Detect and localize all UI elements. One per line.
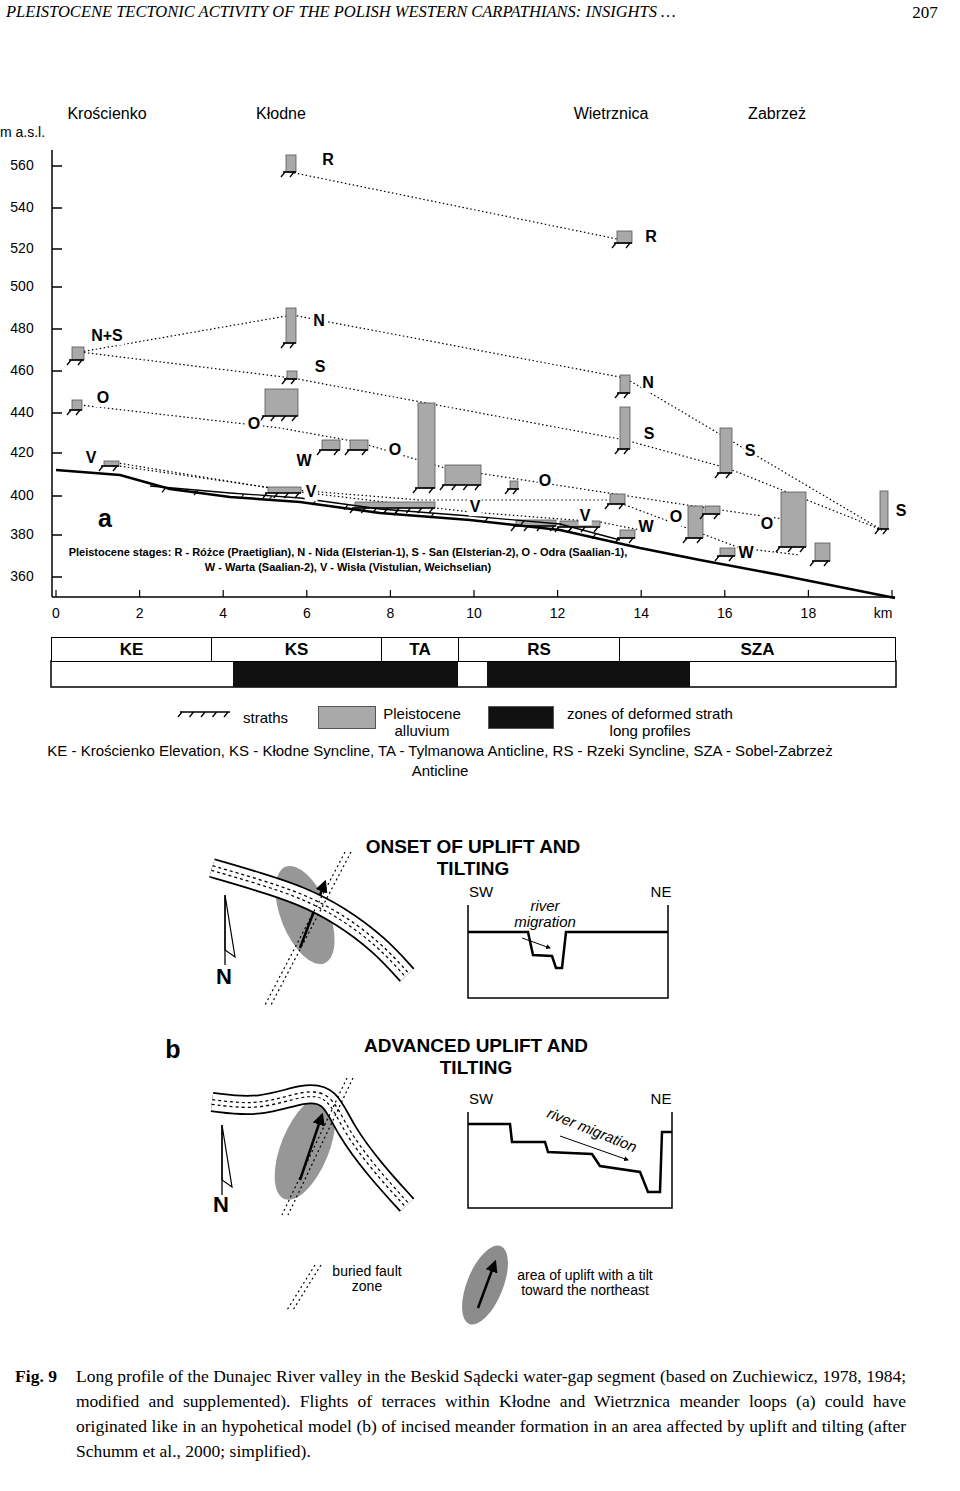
figure-label: N — [216, 965, 232, 989]
place-name: Wietrznica — [574, 105, 649, 123]
structure-cell: KS — [211, 637, 382, 662]
axis-value: 380 — [10, 527, 33, 542]
axis-value: 540 — [10, 200, 33, 215]
legend-text: buried fault zone — [322, 1264, 412, 1295]
figure-label: KE - Krościenko Elevation, KS - Kłodne S… — [40, 741, 840, 782]
axis-value: 360 — [10, 569, 33, 584]
structure-cell: TA — [381, 637, 459, 662]
figure-label: NE — [651, 884, 672, 901]
axis-value: 8 — [386, 606, 394, 621]
axis-value: 460 — [10, 363, 33, 378]
figure-label: SW — [469, 884, 493, 901]
structure-abbrev: RS — [527, 640, 551, 660]
tectonic-band — [51, 661, 896, 687]
terrace-stage: W — [637, 518, 654, 536]
figure-label: river migration — [505, 898, 585, 930]
axis-value: 0 — [52, 606, 60, 621]
terrace-stage: R — [321, 151, 335, 169]
structure-abbrev: KE — [120, 640, 144, 660]
axis-value: m a.s.l. — [0, 125, 45, 140]
place-name: Zabrzeż — [748, 105, 806, 123]
figure-label: 207 — [912, 4, 938, 23]
axis-value: 10 — [466, 606, 482, 621]
axis-value: 480 — [10, 321, 33, 336]
terrace-stage: O — [760, 515, 774, 533]
terrace-stage: O — [247, 415, 261, 433]
axis-value: 2 — [136, 606, 144, 621]
figure-label: Fig. 9 — [15, 1367, 57, 1386]
terrace-stage: V — [579, 507, 592, 525]
axis-value: 520 — [10, 241, 33, 256]
figure-label: Pleistocene stages: R - Różce (Praetigli… — [68, 545, 628, 575]
structure-abbrev: SZA — [741, 640, 775, 660]
figure-label: b — [165, 1036, 180, 1064]
panel-heading: ADVANCED UPLIFT AND TILTING — [356, 1035, 596, 1079]
terrace-stage: V — [85, 449, 98, 467]
structure-abbrev: KS — [285, 640, 309, 660]
axis-value: 440 — [10, 405, 33, 420]
terrace-stage: W — [295, 452, 312, 470]
figure-caption: Long profile of the Dunajec River valley… — [76, 1364, 906, 1464]
terrace-stage: O — [388, 441, 402, 459]
terrace-stage: S — [744, 442, 757, 460]
place-name: Krościenko — [67, 105, 146, 123]
terrace-stage: N — [312, 312, 326, 330]
axis-value: 14 — [633, 606, 649, 621]
meander-model — [212, 852, 672, 1215]
terrace-stage: W — [737, 544, 754, 562]
axis-value: 12 — [550, 606, 566, 621]
running-header: PLEISTOCENE TECTONIC ACTIVITY OF THE POL… — [6, 2, 676, 22]
axis-value: 400 — [10, 488, 33, 503]
long-profile — [52, 150, 895, 598]
structure-cell: RS — [458, 637, 620, 662]
structure-abbrev: TA — [409, 640, 430, 660]
legend-text: zones of deformed strath long profiles — [565, 706, 735, 739]
legend-swatch — [318, 706, 376, 729]
legend-text: Pleistocene alluvium — [372, 706, 472, 739]
figure-label: a — [98, 505, 112, 533]
terrace-stage: N — [641, 374, 655, 392]
axis-value: 4 — [219, 606, 227, 621]
figure-label: SW — [469, 1091, 493, 1108]
figure-label: N — [213, 1193, 229, 1217]
axis-value: 420 — [10, 445, 33, 460]
axis-value: 6 — [303, 606, 311, 621]
terrace-stage: S — [895, 502, 908, 520]
terrace-stage: S — [314, 358, 327, 376]
legend-symbols — [178, 712, 517, 1331]
axis-value: km — [874, 606, 893, 621]
terrace-stage: O — [538, 472, 552, 490]
terrace-stage: N+S — [90, 327, 124, 345]
terrace-stage: V — [305, 483, 318, 501]
terrace-stage: S — [643, 425, 656, 443]
terrace-stage: V — [469, 498, 482, 516]
terrace-stage: O — [669, 508, 683, 526]
place-name: Kłodne — [256, 105, 306, 123]
structure-cell: SZA — [619, 637, 896, 662]
structure-cell: KE — [51, 637, 212, 662]
terrace-stage: R — [644, 228, 658, 246]
legend-swatch — [488, 706, 554, 729]
axis-value: 500 — [10, 279, 33, 294]
axis-value: 560 — [10, 158, 33, 173]
axis-value: 18 — [801, 606, 817, 621]
axis-value: 16 — [717, 606, 733, 621]
figure-label: NE — [651, 1091, 672, 1108]
legend-text: area of uplift with a tilt toward the no… — [510, 1268, 660, 1299]
panel-heading: ONSET OF UPLIFT AND TILTING — [353, 836, 593, 880]
legend-text: straths — [243, 710, 288, 727]
terrace-stage: O — [96, 389, 110, 407]
